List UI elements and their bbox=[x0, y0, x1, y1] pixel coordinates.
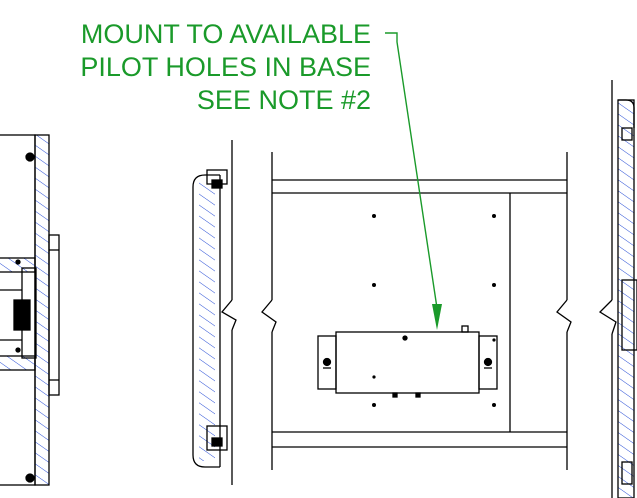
center-front-view bbox=[261, 152, 572, 470]
callout-leader bbox=[385, 32, 442, 330]
pilot-holes bbox=[372, 214, 496, 407]
left-side-view bbox=[0, 134, 60, 486]
center-left-wall bbox=[192, 140, 237, 485]
callout-line-1: MOUNT TO AVAILABLE bbox=[80, 19, 371, 49]
callout-line-2: PILOT HOLES IN BASE bbox=[80, 52, 371, 82]
callout-note: MOUNT TO AVAILABLE PILOT HOLES IN BASE S… bbox=[80, 18, 371, 117]
right-side-view bbox=[598, 80, 637, 498]
callout-line-3: SEE NOTE #2 bbox=[196, 85, 371, 115]
